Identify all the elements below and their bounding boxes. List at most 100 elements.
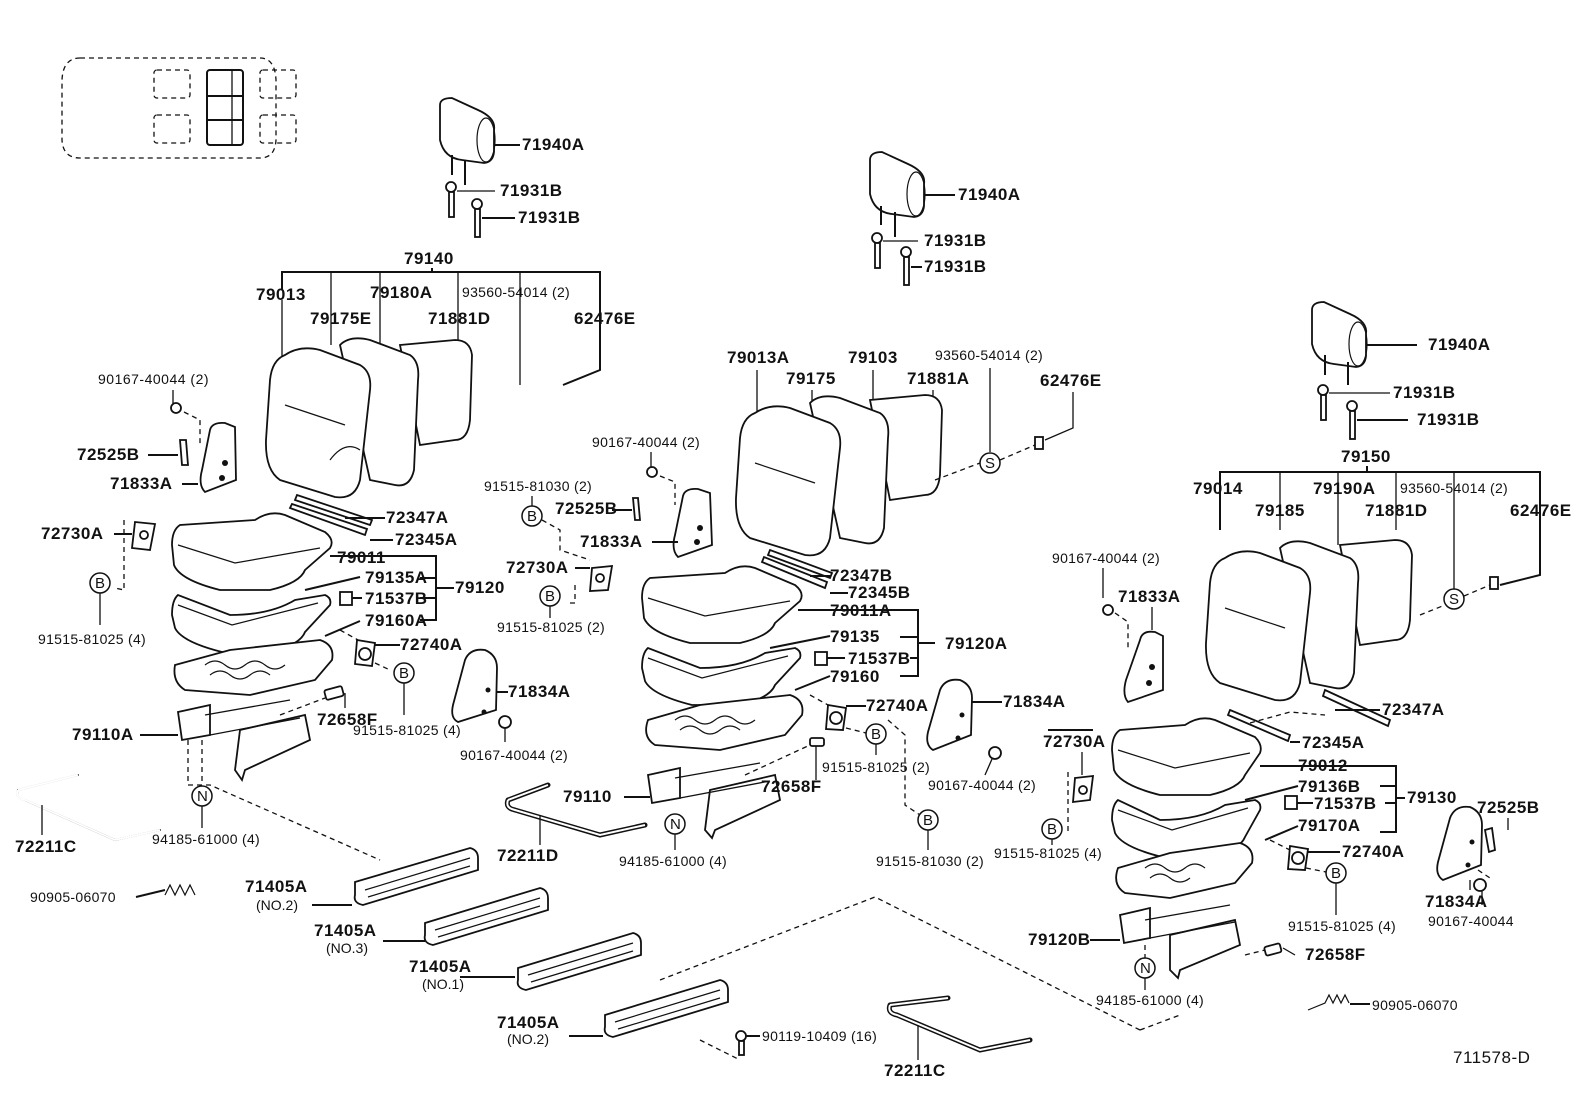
hinge-trim-72345A-right[interactable] — [1226, 708, 1292, 743]
headrest-support-left-a[interactable] — [445, 181, 457, 218]
bolt-90119-10409[interactable] — [735, 1030, 747, 1056]
label-72730A[interactable]: 72730A — [506, 558, 569, 577]
bolt-90167-center[interactable] — [646, 466, 658, 478]
label-72730A[interactable]: 72730A — [1043, 732, 1106, 751]
floor-rail-no1[interactable] — [516, 932, 642, 991]
label-79140[interactable]: 79140 — [404, 249, 454, 268]
label-79185[interactable]: 79185 — [1255, 501, 1305, 520]
label-71881A[interactable]: 71881A — [907, 369, 970, 388]
label-rail-no1[interactable]: (NO.1) — [422, 976, 464, 992]
seatback-left[interactable] — [265, 337, 473, 499]
label-93560-54014[interactable]: 93560-54014 (2) — [935, 347, 1043, 363]
label-71881D[interactable]: 71881D — [428, 309, 491, 328]
seat-adjuster-79110[interactable] — [646, 762, 782, 840]
rod-72211C-left[interactable] — [16, 774, 161, 842]
seatback-right[interactable] — [1205, 539, 1413, 702]
label-79110A[interactable]: 79110A — [72, 725, 134, 744]
label-71834A[interactable]: 71834A — [508, 682, 571, 701]
seat-pan-left[interactable] — [173, 639, 334, 696]
label-72525B[interactable]: 72525B — [555, 499, 618, 518]
label-90167-40044[interactable]: 90167-40044 (2) — [592, 434, 700, 450]
label-79160[interactable]: 79160 — [830, 667, 880, 686]
label-79135[interactable]: 79135 — [830, 627, 880, 646]
label-71931B[interactable]: 71931B — [518, 208, 581, 227]
label-79013[interactable]: 79013 — [256, 285, 306, 304]
bolt-90167-left-b[interactable] — [498, 715, 512, 729]
label-79160A[interactable]: 79160A — [365, 611, 428, 630]
spring-90905-left[interactable] — [135, 883, 196, 898]
label-71537B[interactable]: 71537B — [848, 649, 911, 668]
cap-72658F-right[interactable] — [1263, 942, 1283, 957]
bracket-72730A-right[interactable] — [1072, 774, 1095, 804]
label-79190A[interactable]: 79190A — [1313, 479, 1376, 498]
cap-72658F-left[interactable] — [323, 685, 345, 701]
label-90167-40044[interactable]: 90167-40044 (2) — [1052, 550, 1160, 566]
headrest-left[interactable] — [439, 97, 496, 185]
label-91515-81025[interactable]: 91515-81025 (4) — [1288, 918, 1396, 934]
label-93560-54014[interactable]: 93560-54014 (2) — [1400, 480, 1508, 496]
seat-adjuster-79120B[interactable] — [1118, 904, 1242, 980]
headrest-right[interactable] — [1311, 301, 1368, 385]
label-71833A[interactable]: 71833A — [1118, 587, 1181, 606]
label-rail-no2[interactable]: (NO.2) — [256, 897, 298, 913]
label-91515-81025[interactable]: 91515-81025 (4) — [353, 722, 461, 738]
label-79135A[interactable]: 79135A — [365, 568, 428, 587]
hinge-cover-71833A-left[interactable] — [199, 421, 237, 494]
label-71940A[interactable]: 71940A — [958, 185, 1021, 204]
label-72345B[interactable]: 72345B — [848, 583, 911, 602]
seat-cushion-center[interactable] — [641, 565, 803, 706]
label-91515-81030[interactable]: 91515-81030 (2) — [484, 478, 592, 494]
label-71931B[interactable]: 71931B — [1393, 383, 1456, 402]
label-71931B[interactable]: 71931B — [500, 181, 563, 200]
clip-72525B-right[interactable] — [1483, 826, 1496, 854]
label-79150[interactable]: 79150 — [1341, 447, 1391, 466]
label-90167-40044[interactable]: 90167-40044 (2) — [98, 371, 209, 387]
label-90905-06070[interactable]: 90905-06070 — [1372, 997, 1458, 1013]
label-62476E[interactable]: 62476E — [1510, 501, 1572, 520]
hinge-trim-72345A-left[interactable] — [288, 502, 369, 537]
bolt-90167-center-b[interactable] — [988, 746, 1002, 760]
spring-90905-right[interactable] — [1307, 993, 1370, 1011]
label-79175[interactable]: 79175 — [786, 369, 836, 388]
headrest-support-right-b[interactable] — [1346, 400, 1358, 440]
side-cover-71834A-left[interactable] — [451, 648, 498, 723]
bracket-72740A-right[interactable] — [1287, 844, 1310, 871]
label-79012[interactable]: 79012 — [1298, 756, 1348, 775]
label-72347A[interactable]: 72347A — [386, 508, 449, 527]
label-71834A[interactable]: 71834A — [1425, 892, 1488, 911]
label-79110[interactable]: 79110 — [563, 787, 612, 806]
label-79175E[interactable]: 79175E — [310, 309, 372, 328]
label-90167-40044[interactable]: 90167-40044 — [1428, 913, 1514, 929]
label-patch-71537B-left[interactable] — [339, 591, 353, 606]
cap-62476E-center[interactable] — [1034, 436, 1044, 450]
label-79013A[interactable]: 79013A — [727, 348, 790, 367]
bolt-90167-left[interactable] — [170, 402, 182, 414]
label-71931B[interactable]: 71931B — [924, 231, 987, 250]
seat-pan-right[interactable] — [1115, 842, 1254, 899]
label-79136B[interactable]: 79136B — [1298, 777, 1361, 796]
label-patch-71537B-center[interactable] — [814, 651, 828, 666]
label-91515-81025[interactable]: 91515-81025 (4) — [994, 845, 1102, 861]
seat-cushion-left[interactable] — [171, 512, 333, 653]
label-71537B[interactable]: 71537B — [365, 589, 428, 608]
label-72730A[interactable]: 72730A — [41, 524, 104, 543]
cap-72658F-center[interactable] — [809, 737, 825, 747]
label-71833A[interactable]: 71833A — [580, 532, 643, 551]
bolt-90167-right[interactable] — [1102, 604, 1114, 616]
side-cover-71834A-right[interactable] — [1436, 805, 1483, 882]
floor-rail-no3[interactable] — [423, 887, 549, 946]
label-72345A[interactable]: 72345A — [395, 530, 458, 549]
label-71405A[interactable]: 71405A — [314, 921, 377, 940]
bolt-90167-right-b[interactable] — [1473, 878, 1487, 892]
label-91515-81025[interactable]: 91515-81025 (4) — [38, 631, 146, 647]
label-72347A[interactable]: 72347A — [1382, 700, 1445, 719]
label-72347B[interactable]: 72347B — [830, 566, 893, 585]
label-79103[interactable]: 79103 — [848, 348, 898, 367]
label-90167-40044[interactable]: 90167-40044 (2) — [928, 777, 1036, 793]
label-90167-40044[interactable]: 90167-40044 (2) — [460, 747, 568, 763]
label-71405A[interactable]: 71405A — [497, 1013, 560, 1032]
label-71931B[interactable]: 71931B — [1417, 410, 1480, 429]
label-79130[interactable]: 79130 — [1407, 788, 1457, 807]
label-72740A[interactable]: 72740A — [1342, 842, 1405, 861]
label-71405A[interactable]: 71405A — [409, 957, 472, 976]
